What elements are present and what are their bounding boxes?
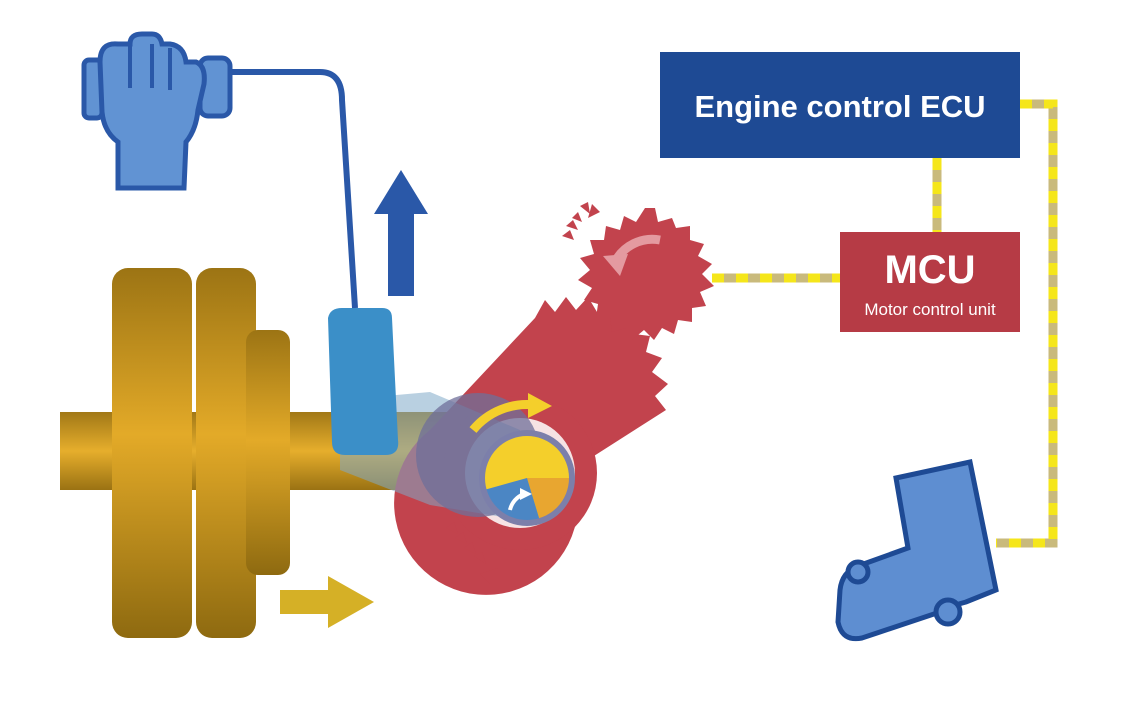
right-arrow-icon (280, 576, 374, 628)
clutch-actuator-pad (328, 308, 399, 455)
rotation-arrow-icon (469, 393, 552, 433)
mcu-label: MCU (884, 248, 975, 292)
clutch-assembly (60, 268, 490, 638)
pressure-plate (246, 330, 290, 575)
hub-rotor (479, 430, 575, 526)
clutch-disc-rear (196, 268, 256, 638)
foot-pedal-icon (835, 459, 999, 642)
motor-gear (578, 208, 714, 340)
clutch-cable (230, 69, 358, 309)
mcu-box: MCU Motor control unit (840, 232, 1020, 332)
engine-control-ecu-box: Engine control ECU (660, 52, 1020, 158)
motion-marks (446, 202, 600, 584)
up-arrow-icon (374, 170, 428, 296)
mcu-sublabel: Motor control unit (864, 300, 996, 319)
ecu-label: Engine control ECU (694, 89, 985, 124)
clutch-disc-front (112, 268, 192, 638)
rotation-arrow-small-icon (508, 488, 532, 511)
hand-on-lever-icon (81, 31, 233, 191)
wiring (712, 99, 1058, 548)
